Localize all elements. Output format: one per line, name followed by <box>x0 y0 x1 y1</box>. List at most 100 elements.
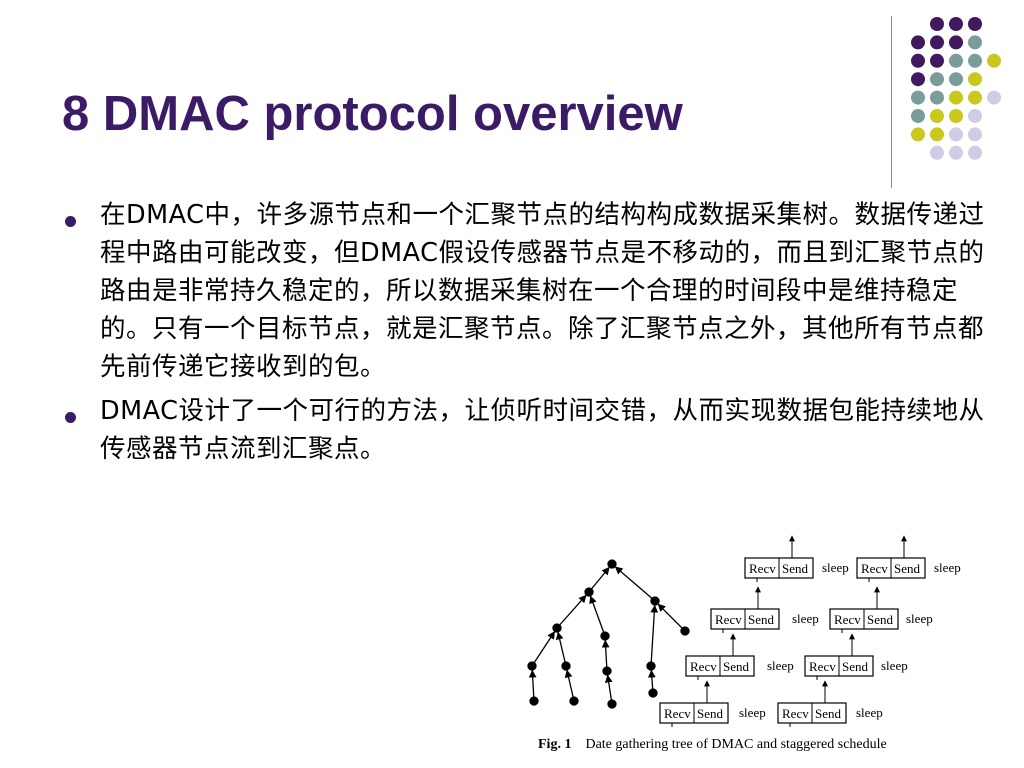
send-label: Send <box>782 561 809 576</box>
decorative-dot <box>930 35 944 50</box>
decorative-dot <box>911 127 925 142</box>
schedule-slot: Recv Send sleep <box>710 586 819 633</box>
recv-label: Recv <box>782 706 809 721</box>
decorative-dot <box>968 145 982 160</box>
decorative-divider <box>891 16 892 188</box>
tree-node <box>648 688 658 698</box>
tree-edge <box>528 669 537 702</box>
figure-caption-label: Fig. 1 <box>538 737 572 752</box>
decorative-dot <box>911 53 925 68</box>
send-label: Send <box>867 612 894 627</box>
slide-title: 8 DMAC protocol overview <box>62 87 683 141</box>
decorative-dot <box>930 17 944 31</box>
tree-edge <box>614 566 656 602</box>
sleep-label: sleep <box>767 658 794 673</box>
decorative-dot <box>949 90 963 105</box>
bullet-item-2: DMAC设计了一个可行的方法，让侦听时间交错，从而实现数据包能持续地从传感器节点… <box>62 392 992 468</box>
tree-node <box>600 631 610 641</box>
bullet-list: 在DMAC中，许多源节点和一个汇聚节点的结构构成数据采集树。数据传递过程中路由可… <box>62 196 992 474</box>
recv-label: Recv <box>690 659 717 674</box>
decorative-dot <box>968 17 982 31</box>
send-label: Send <box>748 612 775 627</box>
send-label: Send <box>894 561 921 576</box>
decorative-dot <box>930 127 944 142</box>
tree-edge <box>589 595 606 637</box>
tree-node <box>561 661 571 671</box>
tree-edge <box>601 639 610 672</box>
recv-label: Recv <box>715 612 742 627</box>
decorative-dot <box>987 90 1001 105</box>
tree-node <box>646 661 656 671</box>
bullet-item-1: 在DMAC中，许多源节点和一个汇聚节点的结构构成数据采集树。数据传递过程中路由可… <box>62 196 992 386</box>
decorative-dot <box>949 109 963 123</box>
tree-node <box>527 661 537 671</box>
schedule-slot: Recv Send sleep <box>659 680 766 727</box>
decorative-dot <box>949 72 963 87</box>
decorative-dot <box>987 53 1001 68</box>
decorative-dot <box>930 145 944 160</box>
send-label: Send <box>697 706 724 721</box>
tree-node <box>552 623 562 633</box>
tree-edge <box>531 631 556 667</box>
decorative-dot <box>968 53 982 68</box>
sleep-label: sleep <box>934 560 961 575</box>
sleep-label: sleep <box>792 611 819 626</box>
send-label: Send <box>815 706 842 721</box>
figure-caption: Fig. 1 Date gathering tree of DMAC and st… <box>538 737 887 753</box>
tree-node <box>607 699 617 709</box>
decorative-dot <box>949 17 963 31</box>
tree-edge <box>657 603 686 632</box>
decorative-dot <box>911 109 925 123</box>
sleep-label: sleep <box>739 705 766 720</box>
tree-node <box>650 596 660 606</box>
figure-caption-text: Date gathering tree of DMAC and staggere… <box>585 737 887 752</box>
bullet-icon <box>65 216 76 227</box>
sleep-label: sleep <box>881 658 908 673</box>
tree-node <box>569 696 579 706</box>
decorative-dot <box>930 90 944 105</box>
recv-label: Recv <box>809 659 836 674</box>
decorative-dot <box>930 109 944 123</box>
recv-label: Recv <box>834 612 861 627</box>
decorative-dot <box>949 35 963 50</box>
gathering-tree <box>527 559 690 709</box>
bullet-text-2: DMAC设计了一个可行的方法，让侦听时间交错，从而实现数据包能持续地从传感器节点… <box>100 396 985 464</box>
decorative-dot-grid <box>911 17 1001 160</box>
schedule-slot: Recv Send sleep <box>804 633 908 680</box>
bullet-icon <box>65 412 76 423</box>
bullet-text-1: 在DMAC中，许多源节点和一个汇聚节点的结构构成数据采集树。数据传递过程中路由可… <box>100 200 985 382</box>
tree-node <box>680 626 690 636</box>
recv-label: Recv <box>861 561 888 576</box>
decorative-dot <box>949 53 963 68</box>
tree-node <box>602 666 612 676</box>
tree-edge <box>556 594 587 629</box>
schedule-slot: Recv Send sleep <box>856 535 961 582</box>
decorative-dot <box>949 145 963 160</box>
decorative-dot <box>968 109 982 123</box>
decorative-dot <box>968 127 982 142</box>
decorative-dot <box>968 72 982 87</box>
decorative-dot <box>930 72 944 87</box>
decorative-dot <box>949 127 963 142</box>
sleep-label: sleep <box>822 560 849 575</box>
recv-label: Recv <box>664 706 691 721</box>
tree-node <box>607 559 617 569</box>
decorative-dot <box>930 53 944 68</box>
decorative-dot <box>968 90 982 105</box>
send-label: Send <box>723 659 750 674</box>
tree-edge <box>564 669 575 702</box>
decorative-dot <box>911 35 925 50</box>
decorative-dot <box>911 72 925 87</box>
recv-label: Recv <box>749 561 776 576</box>
schedule-slot: Recv Send sleep <box>744 535 849 582</box>
tree-edge <box>604 674 613 705</box>
decorative-dot <box>968 35 982 50</box>
tree-edge <box>555 631 567 667</box>
decorative-dot <box>911 90 925 105</box>
tree-edge <box>588 566 610 593</box>
send-label: Send <box>842 659 869 674</box>
